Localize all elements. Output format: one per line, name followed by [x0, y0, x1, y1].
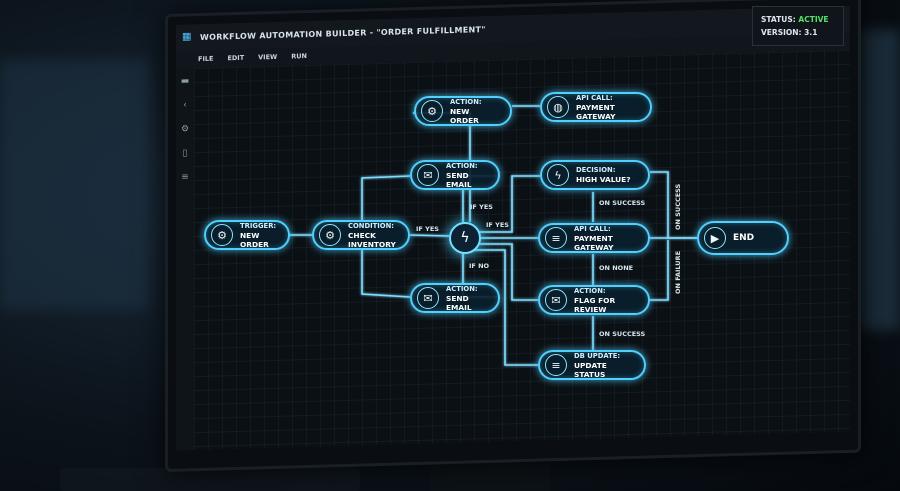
version-line: VERSION: 3.1 — [761, 26, 835, 39]
node-end[interactable]: ▶ END — [697, 221, 789, 255]
envelope-icon: ✉ — [545, 289, 567, 311]
node-value: UPDATE STATUS — [574, 360, 607, 379]
lightning-icon: ϟ — [547, 164, 569, 186]
status-panel: STATUS: ACTIVE VERSION: 3.1 — [752, 6, 844, 46]
settings-icon[interactable]: ⚙ — [180, 124, 190, 135]
database-icon: ≡ — [545, 354, 567, 376]
edge-label-on-success-2: ON SUCCESS — [599, 330, 646, 338]
gear-icon: ⚙ — [211, 224, 233, 246]
menu-edit[interactable]: EDIT — [227, 53, 245, 63]
node-action-send-email-bottom[interactable]: ✉ ACTION:SEND EMAIL — [410, 283, 500, 313]
node-label: DB UPDATE: — [574, 351, 621, 360]
edge-label-if-yes-left: IF YES — [416, 225, 439, 233]
branch-hub-lightning-icon[interactable]: ϟ — [449, 222, 481, 254]
version-label: VERSION: — [761, 28, 802, 37]
envelope-icon: ✉ — [417, 287, 439, 309]
status-line: STATUS: ACTIVE — [761, 13, 835, 26]
status-label: STATUS: — [761, 15, 796, 24]
play-icon: ▶ — [704, 227, 726, 249]
node-value: NEW ORDER — [450, 106, 479, 125]
keyboard — [60, 468, 360, 491]
node-api-call-mid[interactable]: ≡ API CALL:PAYMENT GATEWAY — [538, 223, 650, 253]
document-icon[interactable]: ▯ — [182, 148, 188, 159]
database-icon: ≡ — [545, 227, 567, 249]
monitor-stand — [430, 462, 550, 491]
node-value: PAYMENT GATEWAY — [574, 233, 614, 252]
node-label: ACTION: — [446, 284, 478, 293]
globe-icon: ◍ — [547, 96, 569, 118]
node-value: SEND EMAIL — [446, 170, 472, 189]
node-value: CHECK INVENTORY — [348, 230, 396, 249]
node-value: NEW ORDER — [240, 230, 269, 249]
node-value: HIGH VALUE? — [576, 175, 631, 184]
background-window — [860, 30, 900, 330]
tool-rail: ▬ ‹ ⚙ ▯ ≡ — [176, 68, 195, 451]
node-value: PAYMENT GATEWAY — [576, 102, 616, 121]
node-value: FLAG FOR REVIEW — [574, 295, 616, 314]
folder-icon[interactable]: ▬ — [180, 76, 190, 87]
node-action-new-order[interactable]: ⚙ ACTION:NEW ORDER — [414, 96, 512, 126]
edge-label-on-success-1: ON SUCCESS — [599, 199, 646, 207]
menu-file[interactable]: FILE — [198, 54, 214, 64]
edge-label-on-none: ON NONE — [599, 264, 634, 272]
status-value: ACTIVE — [798, 15, 829, 24]
edge-label-if-yes-right: IF YES — [486, 221, 509, 229]
node-condition[interactable]: ⚙ CONDITION:CHECK INVENTORY — [312, 220, 410, 250]
node-value: END — [733, 232, 755, 243]
gear-icon: ⚙ — [319, 224, 341, 246]
version-value: 3.1 — [804, 28, 818, 37]
edge-label-on-failure-vertical: ON FAILURE — [674, 250, 682, 294]
edge-label-if-yes-up: IF YES — [470, 203, 493, 211]
edge-label-if-no: IF NO — [469, 262, 490, 270]
database-icon[interactable]: ≡ — [181, 172, 189, 183]
share-icon[interactable]: ‹ — [183, 100, 187, 111]
envelope-icon: ✉ — [417, 164, 439, 186]
node-action-flag[interactable]: ✉ ACTION:FLAG FOR REVIEW — [538, 285, 650, 315]
node-label: ACTION: — [446, 161, 478, 170]
node-label: ACTION: — [450, 97, 482, 106]
node-label: DECISION: — [576, 166, 616, 174]
node-label: CONDITION: — [348, 221, 394, 230]
node-db-update[interactable]: ≡ DB UPDATE:UPDATE STATUS — [538, 350, 646, 380]
app-grid-icon: ▦ — [182, 31, 192, 43]
node-trigger[interactable]: ⚙ TRIGGER:NEW ORDER — [204, 220, 290, 250]
node-value: SEND EMAIL — [446, 293, 472, 312]
node-label: API CALL: — [576, 93, 613, 102]
window-title: WORKFLOW AUTOMATION BUILDER - "ORDER FUL… — [200, 24, 486, 42]
background-shelf — [0, 60, 150, 310]
node-action-send-email-top[interactable]: ✉ ACTION:SEND EMAIL — [410, 160, 500, 190]
node-label: TRIGGER: — [240, 221, 277, 230]
menu-view[interactable]: VIEW — [258, 52, 278, 62]
gear-icon: ⚙ — [421, 100, 443, 122]
node-label: ACTION: — [574, 286, 606, 295]
node-decision[interactable]: ϟ DECISION:HIGH VALUE? — [540, 160, 650, 190]
menu-run[interactable]: RUN — [291, 52, 307, 61]
edge-label-on-success-vertical: ON SUCCESS — [674, 183, 682, 230]
node-label: API CALL: — [574, 224, 611, 233]
node-api-call-top[interactable]: ◍ API CALL:PAYMENT GATEWAY — [540, 92, 652, 122]
